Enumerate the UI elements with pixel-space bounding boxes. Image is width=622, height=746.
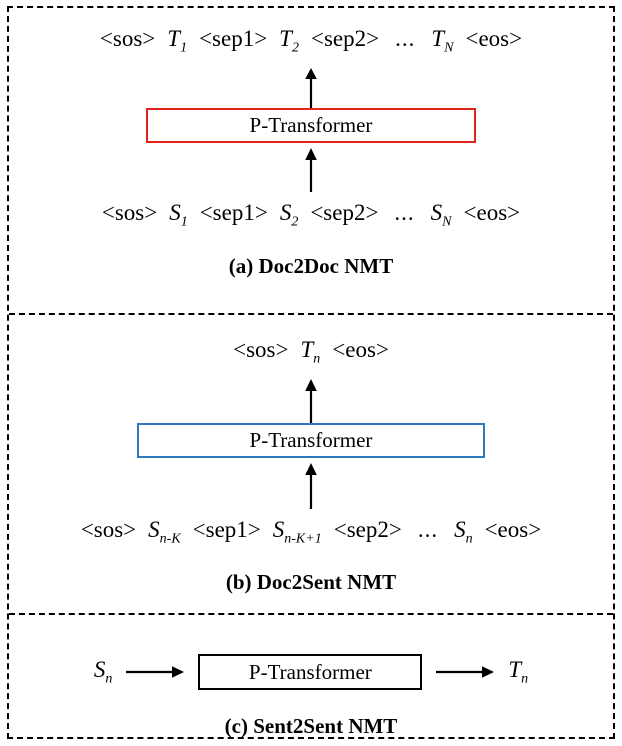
token-sN: SN <box>430 199 452 230</box>
arrow-right-icon <box>436 666 495 679</box>
token-t1: T1 <box>167 26 188 56</box>
arrow-up-icon <box>305 67 317 108</box>
p-transformer-label: P-Transformer <box>248 659 372 684</box>
doc2doc-output-sequence: <sos> T1 <sep1> T2 <sep2> ... TN <eos> <box>100 23 522 65</box>
panel-doc2sent: <sos> Tn <eos> P-Transformer <sos> Sn-K … <box>9 315 613 613</box>
separator-b-c <box>9 613 613 616</box>
arrow-up-icon <box>305 462 317 509</box>
token-ellipsis: ... <box>394 199 415 225</box>
doc2sent-output-sequence: <sos> Tn <eos> <box>233 334 389 376</box>
token-sep1: <sep1> <box>192 516 261 542</box>
token-eos: <eos> <box>463 199 521 225</box>
arrow-up-icon <box>305 378 317 423</box>
p-transformer-box-sent2sent: P-Transformer <box>198 654 423 691</box>
caption-doc2sent: (b) Doc2Sent NMT <box>225 570 397 595</box>
token-sos: <sos> <box>80 516 137 542</box>
token-eos: <eos> <box>465 26 523 51</box>
token-ellipsis: ... <box>417 516 439 542</box>
token-tN: TN <box>431 26 454 56</box>
caption-doc2doc: (a) Doc2Doc NMT <box>228 254 394 279</box>
doc2doc-input-sequence: <sos> S1 <sep1> S2 <sep2> ... SN <eos> <box>102 197 520 239</box>
token-s1: S1 <box>169 199 188 230</box>
doc2sent-input-sequence: <sos> Sn-K <sep1> Sn-K+1 <sep2> ... Sn <… <box>81 514 541 556</box>
figure-border: <sos> T1 <sep1> T2 <sep2> ... TN <eos> P… <box>7 6 615 739</box>
sent2sent-flow: Sn P-Transformer Tn <box>93 654 529 691</box>
token-sos: <sos> <box>101 199 158 225</box>
token-sn: Sn <box>93 657 113 687</box>
token-sos: <sos> <box>233 337 289 363</box>
panel-sent2sent: Sn P-Transformer Tn (c) Sent2Sent NMT <box>9 615 613 740</box>
p-transformer-box-doc2doc: P-Transformer <box>146 107 476 143</box>
separator-a-b <box>9 313 613 316</box>
token-sep2: <sep2> <box>333 516 402 542</box>
token-eos: <eos> <box>332 337 389 363</box>
token-sep2: <sep2> <box>310 26 380 51</box>
panel-doc2doc: <sos> T1 <sep1> T2 <sep2> ... TN <eos> P… <box>9 8 613 313</box>
token-tn: Tn <box>300 337 321 367</box>
token-sep1: <sep1> <box>199 26 268 51</box>
p-transformer-label: P-Transformer <box>249 427 373 452</box>
caption-sent2sent: (c) Sent2Sent NMT <box>224 714 398 739</box>
token-s2: S2 <box>279 199 299 230</box>
p-transformer-box-doc2sent: P-Transformer <box>137 422 485 458</box>
arrow-up-icon <box>305 147 317 192</box>
arrow-right-icon <box>126 666 185 679</box>
token-eos: <eos> <box>484 516 542 542</box>
token-sep2: <sep2> <box>310 199 379 225</box>
token-sep1: <sep1> <box>199 199 268 225</box>
token-sn: Sn <box>454 516 473 547</box>
token-tn: Tn <box>508 657 529 687</box>
token-s-n-minus-K-plus-1: Sn-K+1 <box>272 516 322 547</box>
p-transformer-label: P-Transformer <box>249 112 373 137</box>
token-t2: T2 <box>279 26 299 56</box>
token-s-n-minus-K: Sn-K <box>148 516 181 547</box>
token-ellipsis: ... <box>395 26 416 51</box>
token-sos: <sos> <box>99 26 156 51</box>
